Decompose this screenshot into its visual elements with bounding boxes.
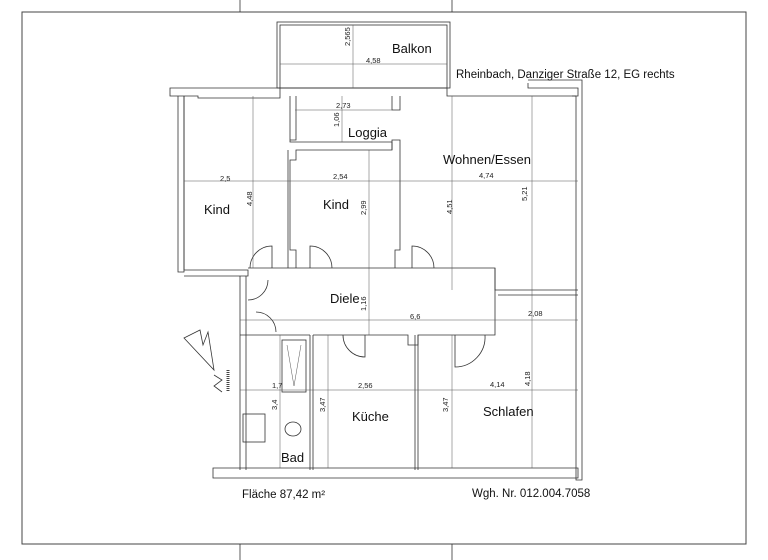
room-label-kueche: Küche (352, 409, 389, 424)
dim-wohnen-width: 4,74 (479, 171, 494, 180)
dim-balkon-height: 2,565 (343, 27, 352, 46)
walls (169, 79, 583, 481)
dim-kueche-width: 2,56 (358, 381, 373, 390)
room-label-wohnen-essen: Wohnen/Essen (443, 152, 531, 167)
dim-schlafen-extra: 2,08 (528, 309, 543, 318)
toilet-icon (284, 421, 302, 437)
dim-kind2-width: 2,54 (333, 172, 348, 181)
north-arrow-icon (183, 329, 223, 393)
room-label-schlafen: Schlafen (483, 404, 534, 419)
dim-schlafen-width: 4,14 (490, 380, 505, 389)
unit-number: Wgh. Nr. 012.004.7058 (472, 488, 590, 500)
room-label-kind-1: Kind (204, 202, 230, 217)
bathtub-icon (281, 339, 307, 393)
area-label: Fläche 87,42 m² (242, 489, 325, 501)
room-label-bad: Bad (281, 450, 304, 465)
dim-bad-width: 1,7 (272, 381, 282, 390)
dim-balkon-width: 4,58 (366, 56, 381, 65)
room-label-loggia: Loggia (348, 125, 388, 140)
dim-kind1-width: 2,5 (220, 174, 230, 183)
dim-diele-height: 1,16 (359, 296, 368, 311)
dim-loggia-width: 2,73 (336, 101, 351, 110)
room-label-diele: Diele (330, 291, 360, 306)
dim-kind2-height: 2,99 (359, 200, 368, 215)
dim-schlafen-height-2: 4,18 (523, 371, 532, 386)
dim-schlafen-height-1: 3,47 (441, 397, 450, 412)
bathtub-drain-lines (286, 344, 302, 387)
dimension-lines (184, 96, 578, 468)
room-label-balkon: Balkon (392, 41, 432, 56)
dim-kind1-height: 4,48 (245, 191, 254, 206)
dim-wohnen-height-1: 4,51 (445, 199, 454, 214)
doors (247, 245, 486, 368)
dim-kueche-height: 3,47 (318, 397, 327, 412)
address-title: Rheinbach, Danziger Straße 12, EG rechts (456, 69, 675, 81)
dim-diele-width: 6,6 (410, 312, 420, 321)
balkon (276, 21, 451, 89)
sink-icon (242, 413, 266, 443)
dim-wohnen-height-2: 5,21 (520, 186, 529, 201)
dim-loggia-height: 1,06 (332, 112, 341, 127)
frame-ticks (239, 0, 453, 560)
dim-bad-height: 3,4 (270, 400, 279, 410)
page-frame (21, 11, 747, 545)
room-label-kind-2: Kind (323, 197, 349, 212)
